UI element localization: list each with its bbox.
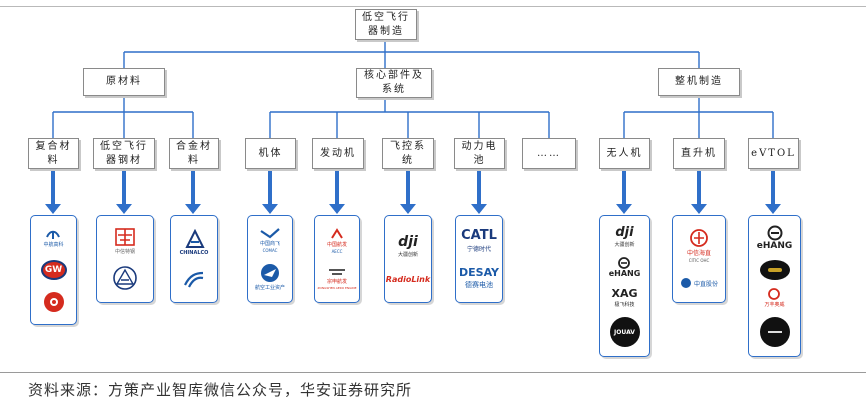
dji-logo: dji 大疆创新 bbox=[614, 225, 635, 248]
root-label: 低空飞行器制造 bbox=[362, 11, 410, 37]
red-seal-icon bbox=[43, 292, 64, 312]
node-drone: 无人机 bbox=[599, 138, 650, 169]
logos-battery: CATL 宁德时代 DESAY 德赛电池 bbox=[455, 215, 503, 303]
logos-steel: 中信特钢 bbox=[96, 215, 154, 303]
node-flight-control: 飞控系统 bbox=[382, 138, 434, 169]
steel-emblem-icon bbox=[113, 266, 137, 291]
root-node: 低空飞行器制造 bbox=[355, 9, 417, 40]
node-core-components: 核心部件及系统 bbox=[356, 68, 432, 98]
ehang-logo: eHANG bbox=[757, 225, 792, 251]
chinalco-logo: CHINALCO bbox=[179, 229, 209, 256]
node-evtol: eVTOL bbox=[748, 138, 799, 169]
avic-capital-icon bbox=[260, 264, 279, 283]
comac-logo: 中国商飞 COMAC bbox=[259, 227, 281, 253]
node-alloy: 合金材料 bbox=[169, 138, 219, 169]
footer-rule bbox=[0, 372, 866, 373]
node-battery: 动力电池 bbox=[454, 138, 505, 169]
node-label: …… bbox=[537, 147, 561, 159]
wanfeng-logo: 万丰奥威 bbox=[764, 288, 785, 308]
citic-special-steel-logo: 中信特钢 bbox=[113, 227, 137, 255]
source-note: 资料来源：方策产业智库微信公众号，华安证券研究所 bbox=[28, 381, 413, 399]
jouav-logo: JOUAV bbox=[609, 317, 640, 347]
node-label: 复合材料 bbox=[35, 140, 72, 166]
logos-drone: dji 大疆创新 eHANG XAG 极飞科技 JOUAV bbox=[599, 215, 650, 357]
comac-icon bbox=[260, 227, 280, 239]
avic-hightech-logo: 中航高科 bbox=[43, 228, 64, 248]
aecc-logo: 中国航发 AECC bbox=[327, 228, 347, 254]
evtol-dark-circle-icon bbox=[759, 317, 790, 348]
citic-icon bbox=[115, 227, 135, 246]
logos-alloy: CHINALCO bbox=[170, 215, 218, 303]
diagram-frame bbox=[0, 6, 866, 366]
zongshen-logo: 宗申航发 ZONGSHEN AERO ENGINE bbox=[317, 267, 357, 290]
zongshen-icon bbox=[328, 268, 345, 275]
node-label: 核心部件及系统 bbox=[364, 70, 424, 95]
node-label: 飞控系统 bbox=[390, 140, 426, 166]
logos-composite: 中航高科 GW bbox=[30, 215, 77, 325]
avicopter-icon bbox=[680, 277, 691, 288]
logos-airframe: 中国商飞 COMAC 航空工业资产 bbox=[247, 215, 293, 303]
node-helicopter: 直升机 bbox=[673, 138, 725, 169]
node-label: 原材料 bbox=[106, 76, 142, 87]
alloy-swoosh-icon bbox=[184, 271, 204, 288]
node-label: 无人机 bbox=[606, 147, 643, 159]
node-airframe: 机体 bbox=[245, 138, 296, 169]
logo-caption: 中航高科 bbox=[43, 242, 64, 248]
xag-logo: XAG 极飞科技 bbox=[611, 287, 638, 308]
aecc-icon bbox=[331, 228, 343, 239]
node-label: eVTOL bbox=[751, 147, 796, 159]
logos-flight-control: dji 大疆创新 RadioLink bbox=[384, 215, 432, 303]
ehang-icon bbox=[618, 257, 631, 269]
chinalco-icon bbox=[185, 229, 205, 248]
node-label: 整机制造 bbox=[675, 76, 723, 87]
avicopter-logo: 中直股份 bbox=[680, 277, 718, 289]
dji-logo: dji 大疆创新 bbox=[397, 233, 418, 258]
node-materials: 原材料 bbox=[83, 68, 165, 96]
gw-logo: GW bbox=[40, 260, 67, 280]
desay-logo: DESAY 德赛电池 bbox=[459, 265, 499, 289]
node-label: 低空飞行器钢材 bbox=[100, 140, 148, 166]
avic-capital-logo: 航空工业资产 bbox=[255, 263, 285, 291]
node-label: 机体 bbox=[258, 147, 283, 159]
node-composite: 复合材料 bbox=[28, 138, 79, 169]
logo-caption: 中信特钢 bbox=[114, 248, 135, 255]
node-label: 发动机 bbox=[320, 147, 356, 159]
logos-evtol: eHANG 万丰奥威 bbox=[748, 215, 801, 357]
logos-helicopter: 中信海直 CITIC OHC 中直股份 bbox=[672, 215, 726, 303]
connector-lines bbox=[45, 40, 781, 214]
logos-engine: 中国航发 AECC 宗申航发 ZONGSHEN AERO ENGINE bbox=[314, 215, 360, 303]
node-label: 直升机 bbox=[681, 147, 717, 159]
radiolink-logo: RadioLink bbox=[385, 275, 431, 285]
logo-caption: CHINALCO bbox=[179, 250, 209, 256]
node-label: 合金材料 bbox=[176, 140, 212, 166]
node-steel: 低空飞行器钢材 bbox=[93, 138, 155, 169]
ehang-icon bbox=[767, 225, 782, 241]
citic-ohc-icon bbox=[690, 229, 708, 248]
node-engine: 发动机 bbox=[312, 138, 364, 169]
catl-logo: CATL 宁德时代 bbox=[461, 228, 497, 254]
ehang-logo: eHANG bbox=[609, 257, 640, 278]
citic-ohc-logo: 中信海直 CITIC OHC bbox=[687, 229, 711, 263]
node-more: …… bbox=[522, 138, 576, 169]
node-assembly: 整机制造 bbox=[658, 68, 740, 96]
node-label: 动力电池 bbox=[461, 140, 498, 166]
evtol-black-badge-icon bbox=[759, 259, 790, 280]
avic-icon bbox=[46, 230, 61, 239]
wanfeng-icon bbox=[768, 288, 781, 301]
